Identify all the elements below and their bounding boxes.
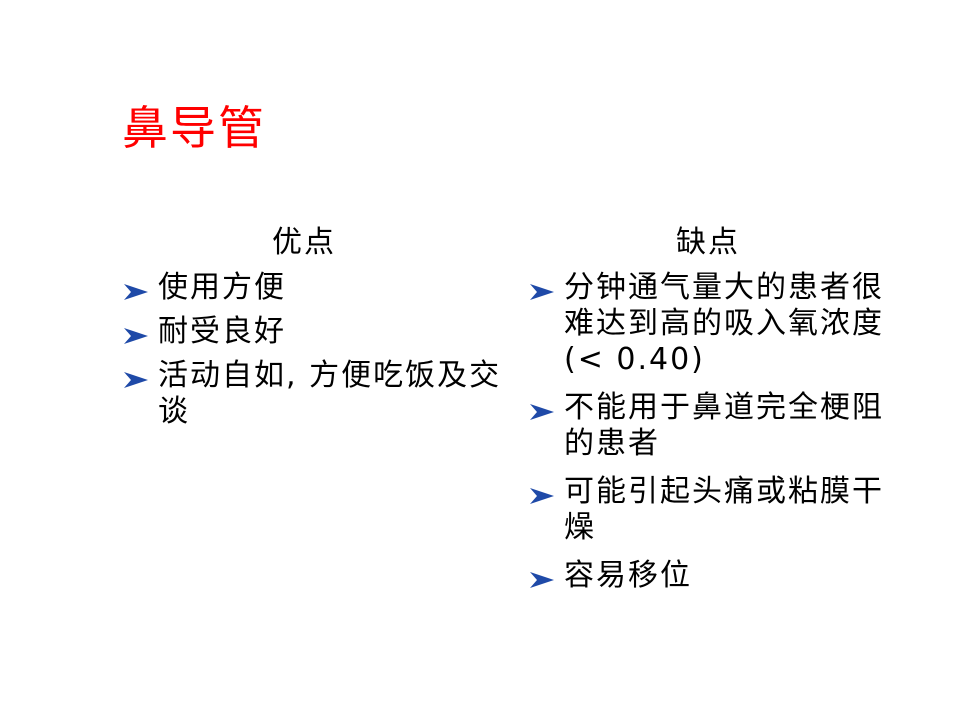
list-item-text: 不能用于鼻道完全梗阻的患者 [564,390,884,461]
list-item-text: 容易移位 [564,558,692,593]
slide-title: 鼻导管 [122,101,266,155]
list-item: 活动自如, 方便吃饭及交谈 [122,358,502,430]
advantages-list: 使用方便 耐受良好 活动自如, 方便吃饭及交谈 [122,270,502,430]
arrow-bullet-icon [530,572,554,588]
arrow-bullet-icon [124,284,148,300]
list-item-text: 使用方便 [158,270,286,305]
list-item: 容易移位 [528,558,898,594]
advantages-heading: 优点 [272,225,336,260]
list-item: 分钟通气量大的患者很难达到高的吸入氧浓度(< 0.40) [528,270,898,378]
arrow-bullet-icon [530,404,554,420]
arrow-bullet-icon [530,284,554,300]
list-item-text: 耐受良好 [158,314,286,349]
advantages-column: 优点 使用方便 耐受良好 活动自如, 方便吃饭及交谈 [122,222,502,438]
list-item: 不能用于鼻道完全梗阻的患者 [528,390,898,462]
list-item: 可能引起头痛或粘膜干燥 [528,474,898,546]
list-item: 耐受良好 [122,314,502,350]
disadvantages-column: 缺点 分钟通气量大的患者很难达到高的吸入氧浓度(< 0.40) 不能用于鼻道完全… [528,222,898,606]
list-item-text: 可能引起头痛或粘膜干燥 [564,474,884,545]
disadvantages-list: 分钟通气量大的患者很难达到高的吸入氧浓度(< 0.40) 不能用于鼻道完全梗阻的… [528,270,898,594]
list-item-text: 活动自如, 方便吃饭及交谈 [158,358,502,429]
arrow-bullet-icon [124,372,148,388]
disadvantages-heading: 缺点 [676,225,740,260]
arrow-bullet-icon [530,488,554,504]
arrow-bullet-icon [124,328,148,344]
list-item: 使用方便 [122,270,502,306]
list-item-text: 分钟通气量大的患者很难达到高的吸入氧浓度(< 0.40) [564,270,884,377]
